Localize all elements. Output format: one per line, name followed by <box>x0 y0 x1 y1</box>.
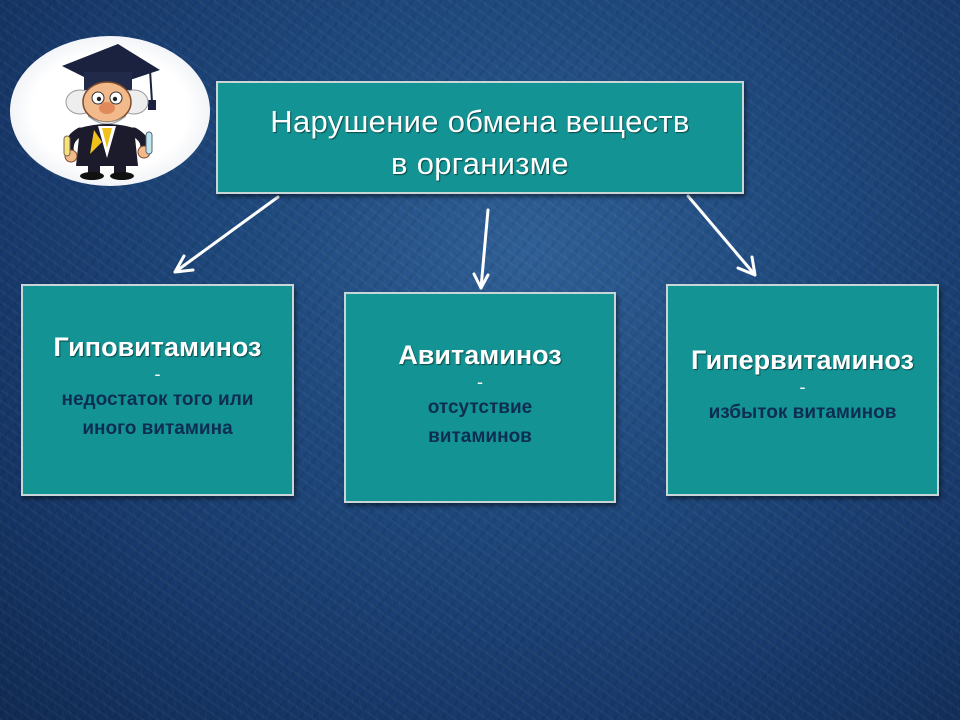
hypovitaminosis-term: Гиповитаминоз <box>53 332 262 362</box>
hypovitaminosis-dash: - <box>154 364 161 384</box>
hypovitaminosis-box: Гиповитаминоз - недостаток того или иног… <box>21 284 294 496</box>
arrowhead-hypovitaminosis <box>173 254 195 274</box>
avitaminosis-desc-line2: витаминов <box>428 426 532 447</box>
arrow-to-hypovitaminosis <box>173 195 280 274</box>
hypervitaminosis-dash: - <box>799 377 806 397</box>
arrowhead-hypervitaminosis <box>736 255 757 277</box>
arrowhead-avitaminosis <box>472 272 490 290</box>
hypovitaminosis-desc-line2: иного витамина <box>82 418 233 439</box>
main-title-line2: в организме <box>391 146 569 181</box>
hypervitaminosis-term: Гипервитаминоз <box>691 345 914 375</box>
main-concept-box: Нарушение обмена веществ в организме <box>216 81 744 194</box>
avitaminosis-term: Авитаминоз <box>398 340 562 370</box>
professor-cartoon-icon <box>62 44 160 180</box>
hypovitaminosis-desc-line1: недостаток того или <box>61 389 254 410</box>
hypervitaminosis-desc-line1: избыток витаминов <box>708 402 897 423</box>
arrow-to-avitaminosis <box>479 208 490 290</box>
main-title-line1: Нарушение обмена веществ <box>270 104 690 139</box>
mascot-frame <box>10 36 210 186</box>
avitaminosis-box: Авитаминоз - отсутствие витаминов <box>344 292 616 503</box>
avitaminosis-desc-line1: отсутствие <box>427 397 533 418</box>
avitaminosis-dash: - <box>477 372 483 392</box>
hypervitaminosis-box: Гипервитаминоз - избыток витаминов <box>666 284 939 496</box>
arrow-to-hypervitaminosis <box>686 194 757 277</box>
